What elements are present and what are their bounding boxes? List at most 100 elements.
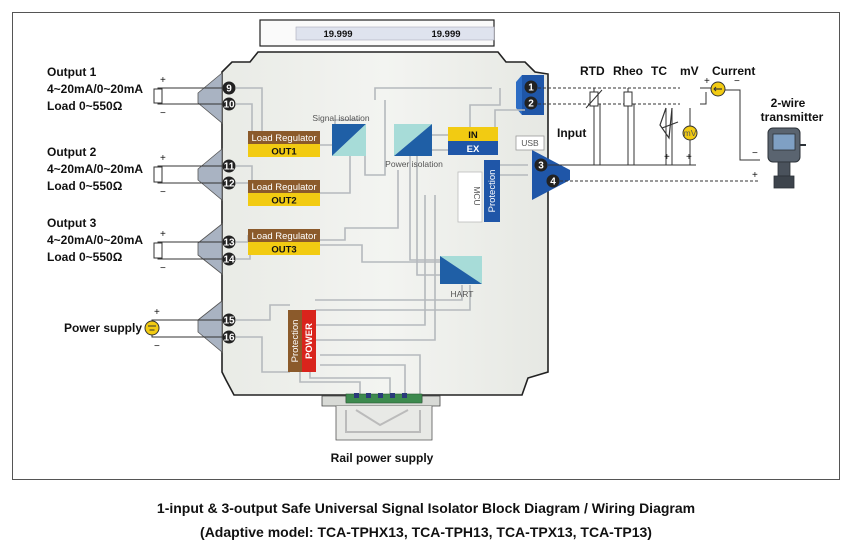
terminal-13[interactable]: 13 — [222, 235, 236, 249]
terminal-1[interactable]: 1 — [524, 80, 538, 94]
in-block: IN — [448, 127, 498, 141]
svg-text:15: 15 — [223, 316, 235, 327]
svg-text:4~20mA/0~20mA: 4~20mA/0~20mA — [47, 162, 143, 176]
svg-text:12: 12 — [223, 179, 235, 190]
terminal-15[interactable]: 15 — [222, 313, 236, 327]
signal-isolation-label: Signal isolation — [312, 113, 369, 123]
svg-text:14: 14 — [223, 255, 235, 266]
svg-text:+: + — [664, 152, 670, 163]
svg-text:Load Regulator: Load Regulator — [252, 231, 317, 242]
millivolt-source-icon: mV — [682, 125, 698, 141]
left-polarity-signs: + − + − + − + − — [154, 75, 166, 352]
svg-text:Protection: Protection — [290, 320, 301, 363]
svg-text:−: − — [160, 108, 166, 119]
svg-text:Load 0~550Ω: Load 0~550Ω — [47, 250, 123, 264]
caption-title: 1-input & 3-output Safe Universal Signal… — [156, 500, 696, 516]
input-label: Input — [557, 126, 586, 140]
output-1-terminal-block — [197, 72, 223, 124]
output-3-terminal-block — [197, 223, 223, 275]
svg-text:+: + — [160, 153, 166, 164]
hart-modem — [440, 256, 482, 284]
thermocouple-icon — [659, 107, 679, 140]
svg-text:Load 0~550Ω: Load 0~550Ω — [47, 179, 123, 193]
svg-text:RTD: RTD — [580, 64, 605, 78]
wiring-diagram: 19.999 19.999 9 10 11 12 13 14 15 16 1 2… — [47, 19, 824, 465]
input-type-labels: RTD Rheo TC mV Current — [580, 64, 755, 78]
svg-text:−: − — [160, 263, 166, 274]
svg-text:OUT2: OUT2 — [271, 196, 296, 207]
ex-block: EX — [448, 141, 498, 155]
terminal-3[interactable]: 3 — [534, 158, 548, 172]
svg-text:Load 0~550Ω: Load 0~550Ω — [47, 99, 123, 113]
svg-text:+: + — [160, 229, 166, 240]
caption-models: (Adaptive model: TCA-TPHX13, TCA-TPH13, … — [200, 524, 652, 540]
display-left-value: 19.999 — [323, 29, 352, 40]
power-protection-block: Protection POWER — [288, 310, 316, 372]
signal-isolator — [332, 124, 366, 156]
svg-text:−: − — [160, 187, 166, 198]
rail-power-supply-label: Rail power supply — [331, 451, 434, 465]
load-regulator-out3: Load Regulator OUT3 — [248, 229, 320, 256]
svg-text:Output 2: Output 2 — [47, 145, 97, 159]
svg-text:EX: EX — [467, 144, 480, 155]
svg-text:Load Regulator: Load Regulator — [252, 133, 317, 144]
svg-text:3: 3 — [538, 161, 544, 172]
load-resistor-1 — [153, 88, 163, 104]
svg-text:Protection: Protection — [487, 170, 498, 213]
svg-text:11: 11 — [224, 162, 235, 173]
svg-text:Load Regulator: Load Regulator — [252, 182, 317, 193]
svg-text:13: 13 — [223, 238, 235, 249]
load-regulator-out2: Load Regulator OUT2 — [248, 180, 320, 207]
svg-text:+: + — [752, 170, 758, 181]
dc-source-icon — [144, 320, 160, 336]
transmitter-icon — [767, 127, 806, 189]
display-right-value: 19.999 — [431, 29, 460, 40]
rail-connector — [321, 393, 441, 441]
transmitter-label-line2: transmitter — [761, 110, 824, 124]
terminal-16[interactable]: 16 — [222, 330, 236, 344]
internal-wiring — [236, 87, 528, 400]
svg-text:9: 9 — [226, 84, 232, 95]
terminal-10[interactable]: 10 — [222, 97, 236, 111]
svg-text:+: + — [160, 75, 166, 86]
svg-text:−: − — [752, 148, 758, 159]
terminal-14[interactable]: 14 — [222, 252, 236, 266]
mcu-block: MCU — [457, 171, 483, 223]
output-loads-wiring — [151, 87, 222, 338]
power-terminal-block — [197, 300, 223, 353]
output-2-terminal-block — [197, 148, 223, 201]
terminal-11[interactable]: 11 — [222, 159, 236, 173]
svg-text:OUT1: OUT1 — [271, 147, 297, 158]
rtd-sensor-icon — [585, 89, 603, 109]
svg-text:Rheo: Rheo — [613, 64, 643, 78]
load-resistor-2 — [153, 166, 163, 183]
svg-text:MCU: MCU — [472, 186, 482, 205]
power-supply-label: Power supply — [64, 321, 142, 335]
terminal-12[interactable]: 12 — [222, 176, 236, 190]
output-1-label: Output 1 4~20mA/0~20mA Load 0~550Ω — [47, 65, 143, 113]
svg-text:4~20mA/0~20mA: 4~20mA/0~20mA — [47, 233, 143, 247]
svg-text:POWER: POWER — [304, 323, 315, 359]
svg-text:IN: IN — [468, 130, 478, 141]
load-regulator-out1: Load Regulator OUT1 — [248, 131, 320, 158]
power-isolation-label: Power isolation — [385, 159, 443, 169]
terminal-4[interactable]: 4 — [546, 174, 560, 188]
terminal-9[interactable]: 9 — [222, 81, 236, 95]
svg-text:4~20mA/0~20mA: 4~20mA/0~20mA — [47, 82, 143, 96]
svg-text:+: + — [154, 307, 160, 318]
svg-text:+: + — [704, 76, 710, 87]
svg-text:mV: mV — [680, 64, 699, 78]
transmitter-label-line1: 2-wire — [771, 96, 806, 110]
output-3-label: Output 3 4~20mA/0~20mA Load 0~550Ω — [47, 216, 143, 264]
svg-text:16: 16 — [223, 333, 235, 344]
current-source-icon — [710, 81, 726, 97]
svg-text:−: − — [154, 341, 160, 352]
input-protection-block: Protection — [484, 160, 500, 222]
svg-text:2: 2 — [528, 99, 534, 110]
usb-port[interactable]: USB — [515, 135, 545, 151]
terminal-2[interactable]: 2 — [524, 96, 538, 110]
right-polarity-signs: + + + − − + — [664, 76, 758, 181]
svg-text:TC: TC — [651, 64, 667, 78]
svg-text:−: − — [734, 76, 740, 87]
svg-text:mV: mV — [684, 128, 697, 138]
